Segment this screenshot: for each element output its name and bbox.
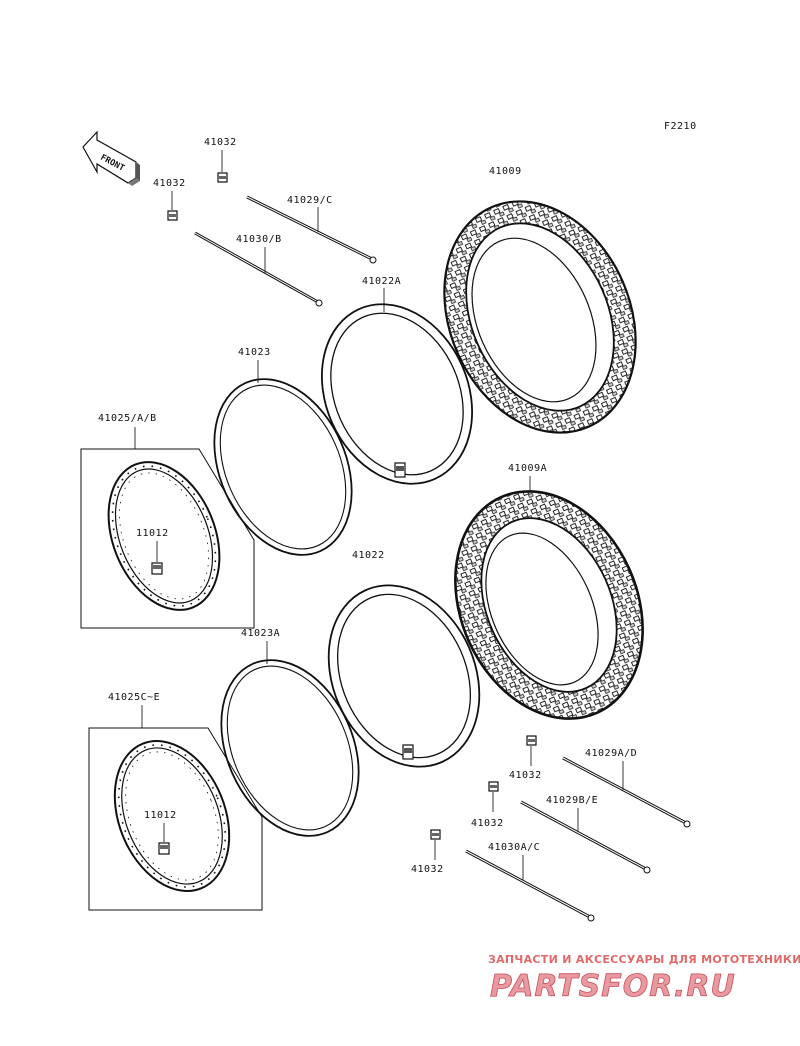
label-spoke-c: 41029A/D: [585, 748, 637, 759]
spoke-nipple-icon: [488, 781, 499, 792]
spoke-icon: [246, 195, 377, 264]
spoke-icon: [194, 231, 323, 307]
label-bolt-bottom-c: 41032: [411, 864, 444, 875]
inner-tube-icon: [321, 303, 473, 485]
label-valve-front: 11012: [136, 528, 169, 539]
figure-code: F2210: [664, 121, 697, 132]
label-bolt-top-b: 41032: [153, 178, 186, 189]
front-tire-icon: [443, 200, 637, 434]
spoke-nipple-icon: [167, 210, 178, 221]
label-spoke-e: 41030A/C: [488, 842, 540, 853]
watermark-tagline: ЗАПЧАСТИ И АКСЕССУАРЫ ДЛЯ МОТОТЕХНИКИ: [488, 953, 800, 966]
valve-icon: [151, 562, 163, 575]
watermark-logo: ЗАПЧАСТИ И АКСЕССУАРЫ ДЛЯ МОТОТЕХНИКИ PA…: [488, 953, 800, 1004]
rim-callout-box: [80, 448, 255, 629]
label-bolt-bottom-b: 41032: [471, 818, 504, 829]
label-spoke-a: 41029/C: [287, 195, 333, 206]
label-bolt-bottom-a: 41032: [509, 770, 542, 781]
label-rim-rear: 41025C~E: [108, 692, 160, 703]
label-rim-front: 41025/A/B: [98, 413, 157, 424]
label-band-b: 41023A: [241, 628, 280, 639]
label-tube-a: 41022A: [362, 276, 401, 287]
spoke-icon: [465, 849, 595, 922]
rear-rim-icon: [113, 740, 231, 892]
rim-band-icon: [220, 659, 360, 837]
spoke-nipple-icon: [526, 735, 537, 746]
label-spoke-d: 41029B/E: [546, 795, 598, 806]
front-rim-icon: [107, 461, 221, 611]
front-arrow-icon: FRONT: [82, 130, 140, 186]
label-tube-b: 41022: [352, 550, 385, 561]
spoke-icon: [520, 800, 651, 874]
rim-callout-box: [88, 727, 263, 911]
label-valve-rear: 11012: [144, 810, 177, 821]
spoke-nipple-icon: [217, 172, 228, 183]
label-band-a: 41023: [238, 347, 271, 358]
label-spoke-b: 41030/B: [236, 234, 282, 245]
label-tire-front: 41009: [489, 166, 522, 177]
spoke-icon: [562, 756, 691, 828]
watermark-brand: PARTSFOR.RU: [490, 969, 736, 1004]
label-bolt-top-a: 41032: [204, 137, 237, 148]
spoke-nipple-icon: [430, 829, 441, 840]
label-tire-rear: 41009A: [508, 463, 547, 474]
rear-tire-icon: [454, 490, 644, 720]
valve-icon: [158, 842, 170, 855]
